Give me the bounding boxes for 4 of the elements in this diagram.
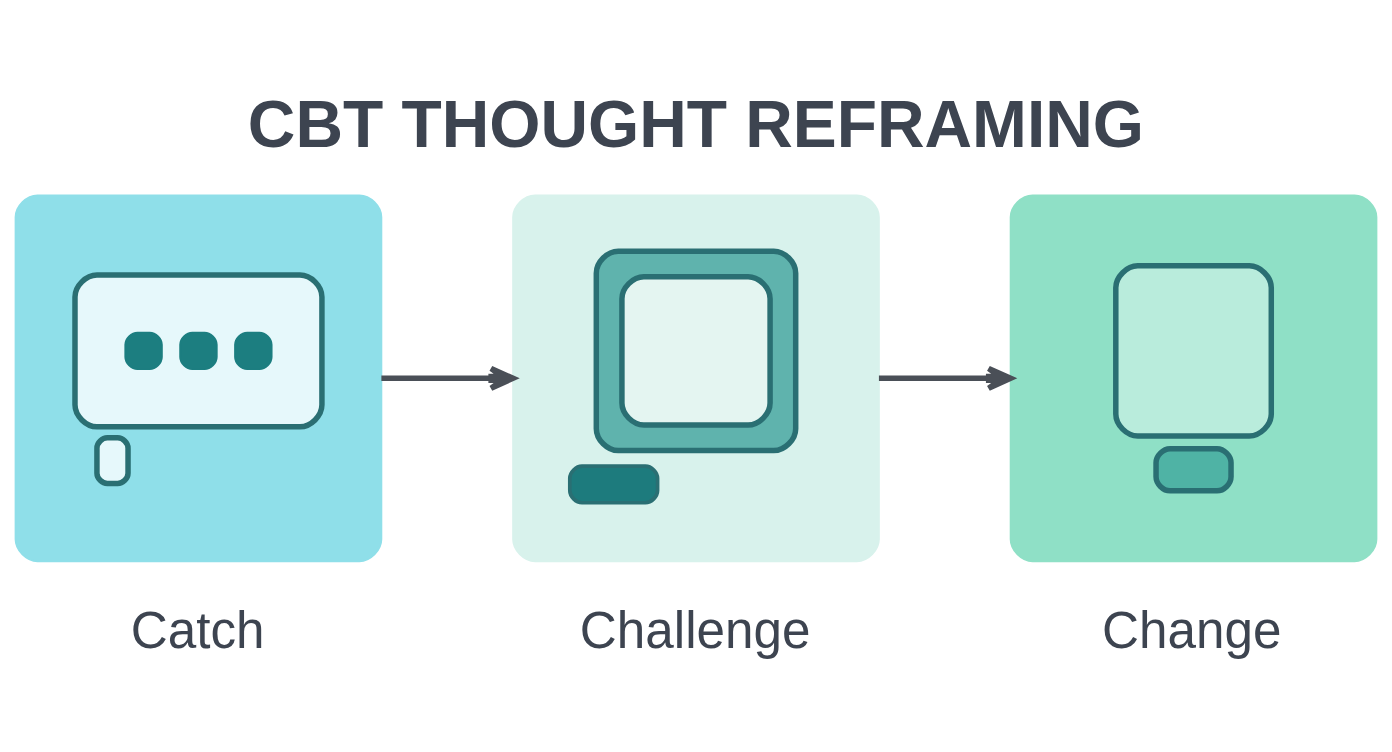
diagram-title: CBT THOUGHT REFRAMING	[247, 86, 1144, 161]
node-label: Catch	[130, 601, 265, 659]
node-label: Change	[1102, 601, 1282, 659]
node-label: Challenge	[579, 601, 811, 659]
